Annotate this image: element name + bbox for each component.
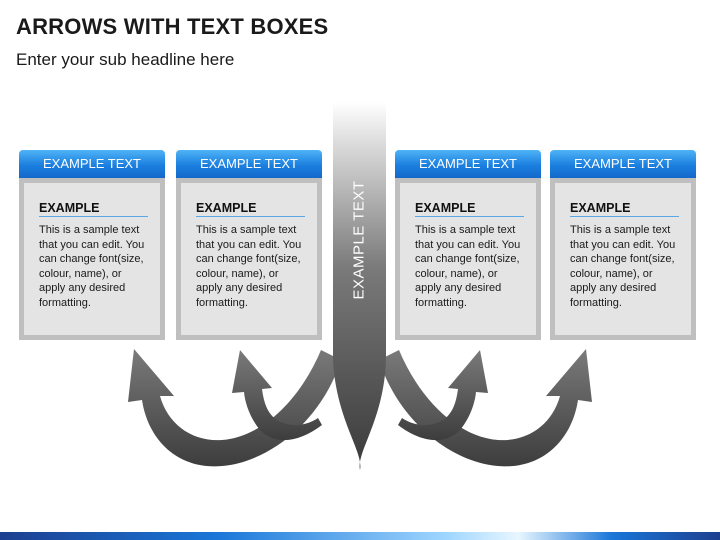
card-subheading: EXAMPLE (39, 201, 148, 217)
card-text: This is a sample text that you can edit.… (570, 224, 676, 309)
central-trunk (333, 102, 386, 470)
card-header: EXAMPLE TEXT (395, 150, 541, 178)
text-card-3: EXAMPLE TEXT EXAMPLE This is a sample te… (395, 150, 541, 340)
card-body: EXAMPLE This is a sample text that you c… (176, 178, 322, 340)
arrow-inner-right (398, 350, 488, 441)
text-card-1: EXAMPLE TEXT EXAMPLE This is a sample te… (19, 150, 165, 340)
footer-bar (0, 532, 720, 540)
card-text: This is a sample text that you can edit.… (39, 224, 145, 309)
card-body: EXAMPLE This is a sample text that you c… (19, 178, 165, 340)
card-text: This is a sample text that you can edit.… (415, 224, 521, 309)
text-card-2: EXAMPLE TEXT EXAMPLE This is a sample te… (176, 150, 322, 340)
slide-title: ARROWS WITH TEXT BOXES (16, 14, 329, 39)
card-body: EXAMPLE This is a sample text that you c… (395, 178, 541, 340)
card-subheading: EXAMPLE (570, 201, 679, 217)
card-header: EXAMPLE TEXT (550, 150, 696, 178)
card-header: EXAMPLE TEXT (176, 150, 322, 178)
text-card-4: EXAMPLE TEXT EXAMPLE This is a sample te… (550, 150, 696, 340)
card-subheading: EXAMPLE (196, 201, 305, 217)
card-text: This is a sample text that you can edit.… (196, 224, 302, 309)
card-body: EXAMPLE This is a sample text that you c… (550, 178, 696, 340)
card-header: EXAMPLE TEXT (19, 150, 165, 178)
arrow-inner-left (232, 350, 322, 441)
card-subheading: EXAMPLE (415, 201, 524, 217)
slide-subtitle: Enter your sub headline here (16, 50, 235, 69)
center-vertical-label: EXAMPLE TEXT (350, 180, 368, 300)
